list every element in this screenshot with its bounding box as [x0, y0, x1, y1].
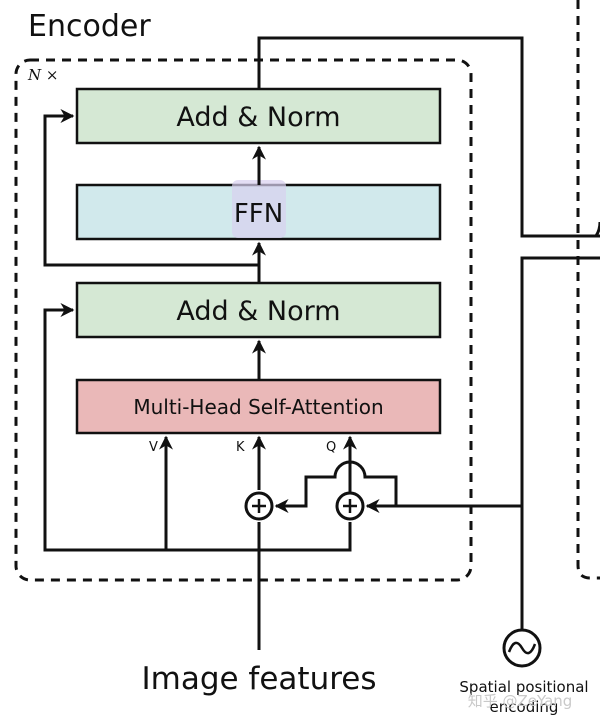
positional-label-line2: encoding — [490, 698, 559, 716]
pos-enc-line-right — [520, 256, 600, 630]
sinusoid-wave — [507, 641, 537, 655]
k-label: K — [236, 440, 245, 455]
residual-ffn — [43, 109, 259, 267]
positional-label-line1: Spatial positional — [459, 678, 588, 696]
pos-enc-to-k — [274, 460, 398, 513]
v-label: V — [149, 440, 158, 455]
add-norm-top-label: Add & Norm — [176, 102, 340, 133]
image-features-label: Image features — [141, 661, 376, 697]
mhsa-label: Multi-Head Self-Attention — [133, 395, 383, 419]
encoder-output-line — [257, 36, 600, 238]
watermark: 知乎 @ZeYang — [468, 692, 573, 710]
encoder-output-hop — [594, 221, 600, 237]
repeat-label: N × — [27, 66, 58, 84]
add-norm-bottom-label: Add & Norm — [176, 296, 340, 327]
add-norm-top-block — [75, 87, 442, 145]
decoder-border-fragment — [576, 0, 600, 580]
encoder-container — [14, 58, 473, 582]
ffn-label: FFN — [234, 199, 283, 229]
add-norm-bottom-block — [75, 281, 442, 339]
q-label: Q — [326, 440, 336, 455]
encoder-title: Encoder — [28, 9, 151, 44]
mhsa-block — [75, 378, 442, 435]
residual-attention — [43, 303, 352, 552]
ffn-highlight — [232, 180, 286, 238]
